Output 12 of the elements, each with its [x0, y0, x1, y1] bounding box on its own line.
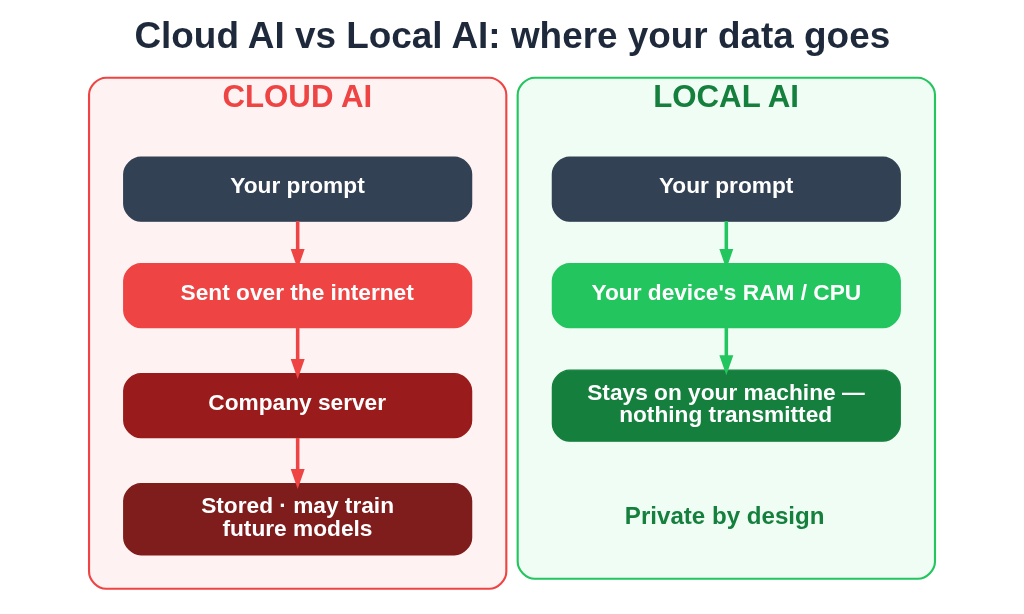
- node-box: Company server: [123, 373, 473, 439]
- node-box: Your prompt: [123, 156, 473, 222]
- arrow: [290, 328, 305, 380]
- arrow: [719, 328, 734, 376]
- diagram-title: Cloud AI vs Local AI: where your data goes: [134, 14, 891, 56]
- node-box: Stays on your machine — nothing transmitted: [551, 369, 901, 442]
- node-box: Sent over the internet: [123, 263, 473, 329]
- label: Private by design: [624, 501, 825, 529]
- arrow: [290, 437, 305, 489]
- node-box: Stored · may train future models: [123, 483, 473, 556]
- node-box: Your device's RAM / CPU: [551, 263, 901, 329]
- node-box: Your prompt: [551, 156, 901, 222]
